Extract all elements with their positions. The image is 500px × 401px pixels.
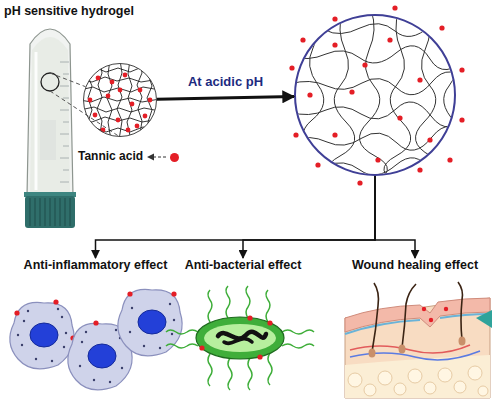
node-heading: Anti-bacterial effect (168, 258, 318, 272)
skin-section (345, 282, 492, 398)
legend-text: Tannic acid (78, 149, 143, 163)
branch-arrow (243, 176, 375, 258)
falcon-tube (24, 29, 76, 228)
dense-network (80, 60, 160, 140)
tannic-acid-dots (88, 73, 153, 133)
node-heading: Anti-inflammatory effect (8, 258, 183, 272)
process-arrow (157, 97, 294, 100)
branch-arrow (375, 176, 415, 258)
swollen-network-circle (294, 14, 456, 176)
bacterium (166, 286, 314, 390)
zoom-line (50, 73, 85, 87)
legend-entry: Tannic acid (78, 149, 188, 167)
effect-panel: Anti-inflammatory effect (8, 258, 183, 400)
edge-label: At acidic pH (188, 74, 263, 89)
branch-arrow (96, 176, 376, 258)
node-heading: Wound healing effect (335, 258, 495, 272)
legend-arrowhead (147, 154, 154, 161)
immune-cells (10, 289, 182, 389)
hydrogel-tube: pH sensitive hydrogel (4, 4, 140, 230)
legend-arrow (153, 157, 166, 158)
released-tannic-acid (289, 5, 464, 185)
effect-panel: Wound healing effect (335, 258, 495, 400)
node-heading: pH sensitive hydrogel (4, 4, 140, 18)
swollen-network (290, 10, 470, 185)
network-circle (83, 63, 157, 137)
legend-swatch (170, 153, 179, 162)
effect-panel: Anti-bacterial effect (168, 258, 318, 400)
